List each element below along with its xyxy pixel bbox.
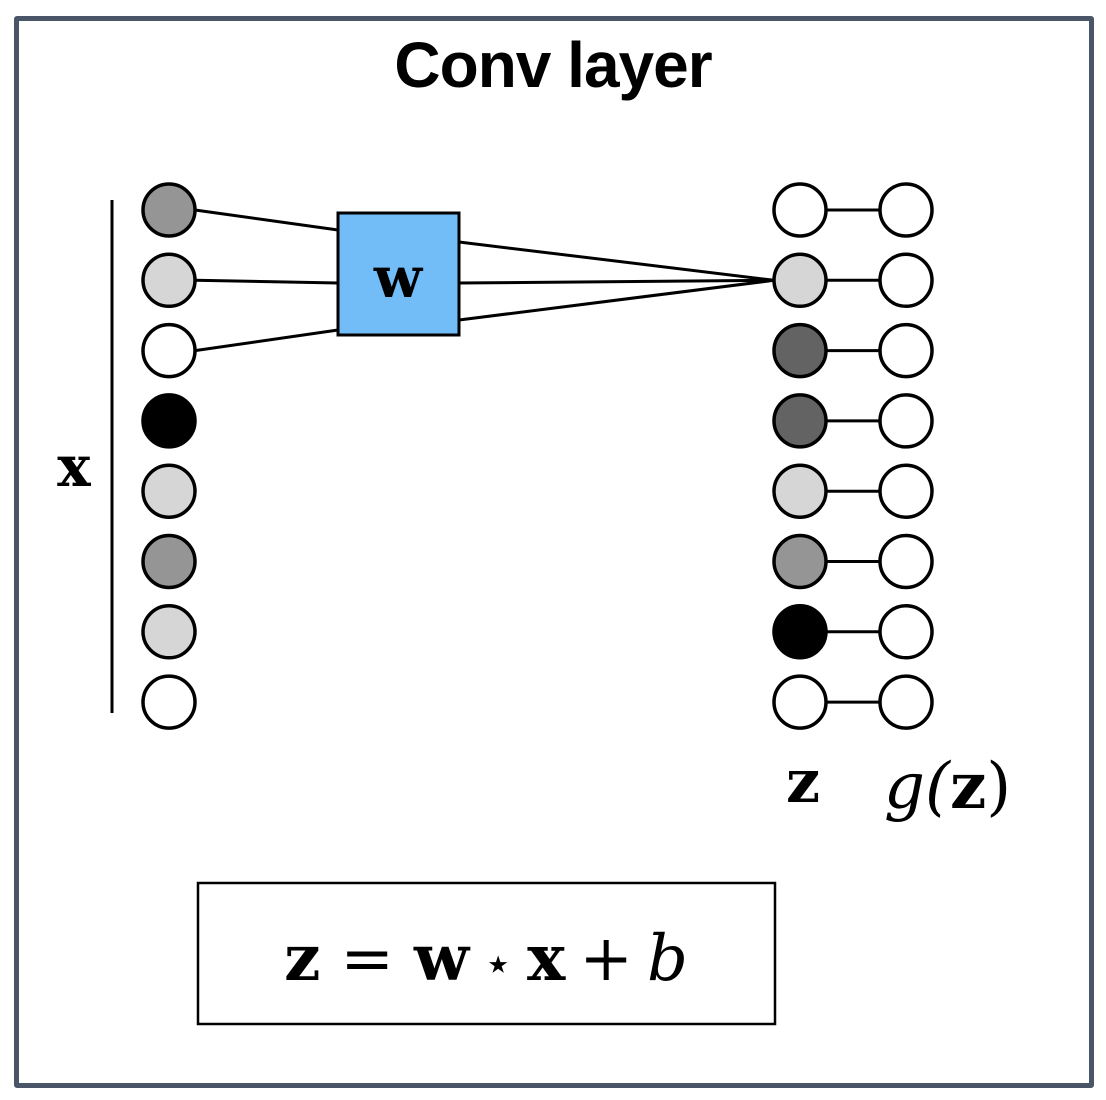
input-node bbox=[141, 182, 197, 238]
output-node bbox=[772, 393, 828, 449]
output-node bbox=[772, 674, 828, 730]
activation-node bbox=[878, 252, 934, 309]
equation: z = w⋆x+b bbox=[284, 921, 688, 996]
output-node bbox=[772, 604, 828, 660]
input-to-kernel-edge bbox=[194, 278, 339, 285]
output-node bbox=[772, 322, 828, 379]
output-node bbox=[772, 533, 828, 590]
activation-label: g(z) bbox=[884, 749, 1011, 824]
input-node bbox=[141, 322, 197, 379]
kernel-to-output-edge bbox=[458, 240, 775, 282]
equation-star-operator: ⋆ bbox=[483, 936, 513, 992]
activation-node bbox=[878, 182, 934, 238]
input-node bbox=[141, 393, 197, 449]
input-node bbox=[141, 604, 197, 660]
equation-equals: = bbox=[340, 922, 394, 996]
output-nodes bbox=[772, 182, 828, 730]
activation-close-paren: ) bbox=[986, 750, 1011, 824]
activation-arg: z bbox=[950, 749, 986, 824]
connection-edges bbox=[194, 208, 775, 353]
output-node bbox=[772, 252, 828, 309]
weight-label: w bbox=[373, 245, 424, 311]
equation-w: w bbox=[413, 921, 471, 996]
output-label: z bbox=[786, 747, 820, 817]
activation-nodes bbox=[878, 182, 934, 730]
activation-links bbox=[826, 208, 880, 704]
kernel-to-output-edge bbox=[458, 278, 775, 285]
input-node bbox=[141, 674, 197, 730]
equation-lhs: z bbox=[284, 921, 320, 996]
input-node bbox=[141, 463, 197, 519]
equation-bias: b bbox=[647, 922, 688, 996]
input-to-kernel-edge bbox=[194, 328, 339, 353]
activation-node bbox=[878, 533, 934, 590]
activation-node bbox=[878, 674, 934, 730]
input-label: x bbox=[57, 434, 91, 500]
equation-x: x bbox=[527, 921, 566, 996]
diagram-title: Conv layer bbox=[394, 29, 712, 101]
activation-node bbox=[878, 322, 934, 379]
kernel-to-output-edge bbox=[458, 278, 775, 322]
equation-box bbox=[196, 881, 777, 1026]
activation-node bbox=[878, 604, 934, 660]
output-node bbox=[772, 463, 828, 519]
activation-node bbox=[878, 463, 934, 519]
activation-node bbox=[878, 393, 934, 449]
input-to-kernel-edge bbox=[194, 208, 339, 232]
input-node bbox=[141, 533, 197, 590]
activation-func-name: g( bbox=[884, 750, 952, 824]
weight-box bbox=[336, 211, 461, 337]
output-node bbox=[772, 182, 828, 238]
input-nodes bbox=[141, 182, 197, 730]
equation-plus: + bbox=[579, 922, 633, 996]
input-node bbox=[141, 252, 197, 309]
